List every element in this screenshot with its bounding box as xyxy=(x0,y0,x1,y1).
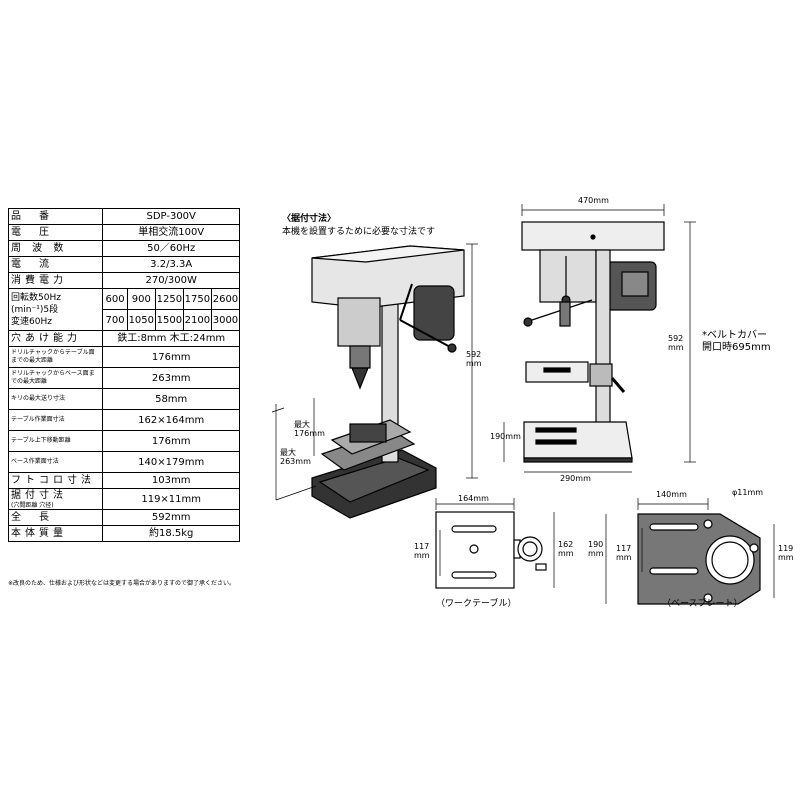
dim-side-592: 592 mm xyxy=(466,350,482,368)
spec-label-sub: (穴間距離 穴径) xyxy=(11,502,54,509)
speed-value-60: 3000 xyxy=(210,309,241,331)
spec-label-text: ドリルチャックからベース面までの最大距離 xyxy=(11,370,95,385)
dim-wt-117: 117 mm xyxy=(414,542,430,560)
spec-label-text: キリの最大送り寸法 xyxy=(11,395,66,402)
speed-label-line: (min⁻¹)5段 xyxy=(11,304,59,315)
dim-side-263: 最大 263mm xyxy=(280,448,311,466)
spec-label-text: ベース作業面寸法 xyxy=(11,458,59,465)
side-dimension-lines xyxy=(271,243,478,501)
install-title: 〈据付寸法〉 xyxy=(282,214,337,224)
spec-label-text: フトコロ寸法 xyxy=(11,475,95,486)
dim-front-290: 290mm xyxy=(560,474,591,483)
belt-cover-note: *ベルトカバー 開口時695mm xyxy=(702,330,771,353)
front-dimension-lines xyxy=(503,204,696,473)
dim-bp-11: φ11mm xyxy=(732,488,764,497)
spec-row: 据付寸法(穴間距離 穴径)119×11mm xyxy=(7,488,240,510)
spec-label-text: テーブル作業面寸法 xyxy=(11,416,65,423)
dim-wt-162: 162 mm xyxy=(558,540,574,558)
work-table-drawing xyxy=(435,511,547,589)
spec-label-text: ドリルチャックからテーブル面までの最大距離 xyxy=(11,349,95,364)
work-table-caption: （ワークテーブル） xyxy=(436,599,517,609)
speed-label-line: 変速60Hz xyxy=(11,316,52,327)
side-view-drill xyxy=(311,245,465,519)
base-plate-caption: （ベースプレート） xyxy=(662,599,743,609)
speed-label-line: 回転数50Hz xyxy=(11,292,61,303)
work-table-dims xyxy=(435,498,555,588)
spec-label-text: 本体質量 xyxy=(11,528,67,539)
dim-front-592: 592 mm xyxy=(668,334,684,352)
spec-row: 本体質量 約18.5kg xyxy=(7,525,240,542)
spec-label-text: 穴あけ能力 xyxy=(11,333,81,344)
front-view-drill xyxy=(521,221,665,463)
spec-label-text: 据付寸法 xyxy=(11,490,67,501)
dim-wt-164: 164mm xyxy=(458,494,489,503)
spec-label-text: テーブル上下移動距離 xyxy=(11,437,71,444)
base-plate-dims xyxy=(605,498,775,604)
spec-label: 本体質量 xyxy=(7,525,104,542)
dim-front-190: 190mm xyxy=(490,432,521,441)
dim-bp-140: 140mm xyxy=(656,490,687,499)
speed-value-50: 1250 xyxy=(154,288,184,310)
dim-bp-190: 190 mm xyxy=(588,540,604,558)
spec-row: 電 圧単相交流100V xyxy=(7,224,240,241)
dim-side-176: 最大 176mm xyxy=(294,420,325,438)
spec-note: ※改良のため、仕様および形状などは変更する場合がありますので御了承ください。 xyxy=(8,580,236,587)
dim-front-470: 470mm xyxy=(578,196,609,205)
base-plate-drawing xyxy=(637,513,761,605)
dim-bp-119: 119 mm xyxy=(778,544,794,562)
speed-label: 回転数50Hz(min⁻¹)5段変速60Hz xyxy=(7,288,104,331)
spec-value: 約18.5kg xyxy=(102,525,240,542)
dim-bp-117: 117 mm xyxy=(616,544,632,562)
spec-label-text: 全 長 xyxy=(11,512,53,523)
spec-row: 穴あけ能力鉄工:8mm 木工:24mm xyxy=(7,330,240,347)
install-subtitle: 本機を設置するために必要な寸法です xyxy=(282,227,436,237)
